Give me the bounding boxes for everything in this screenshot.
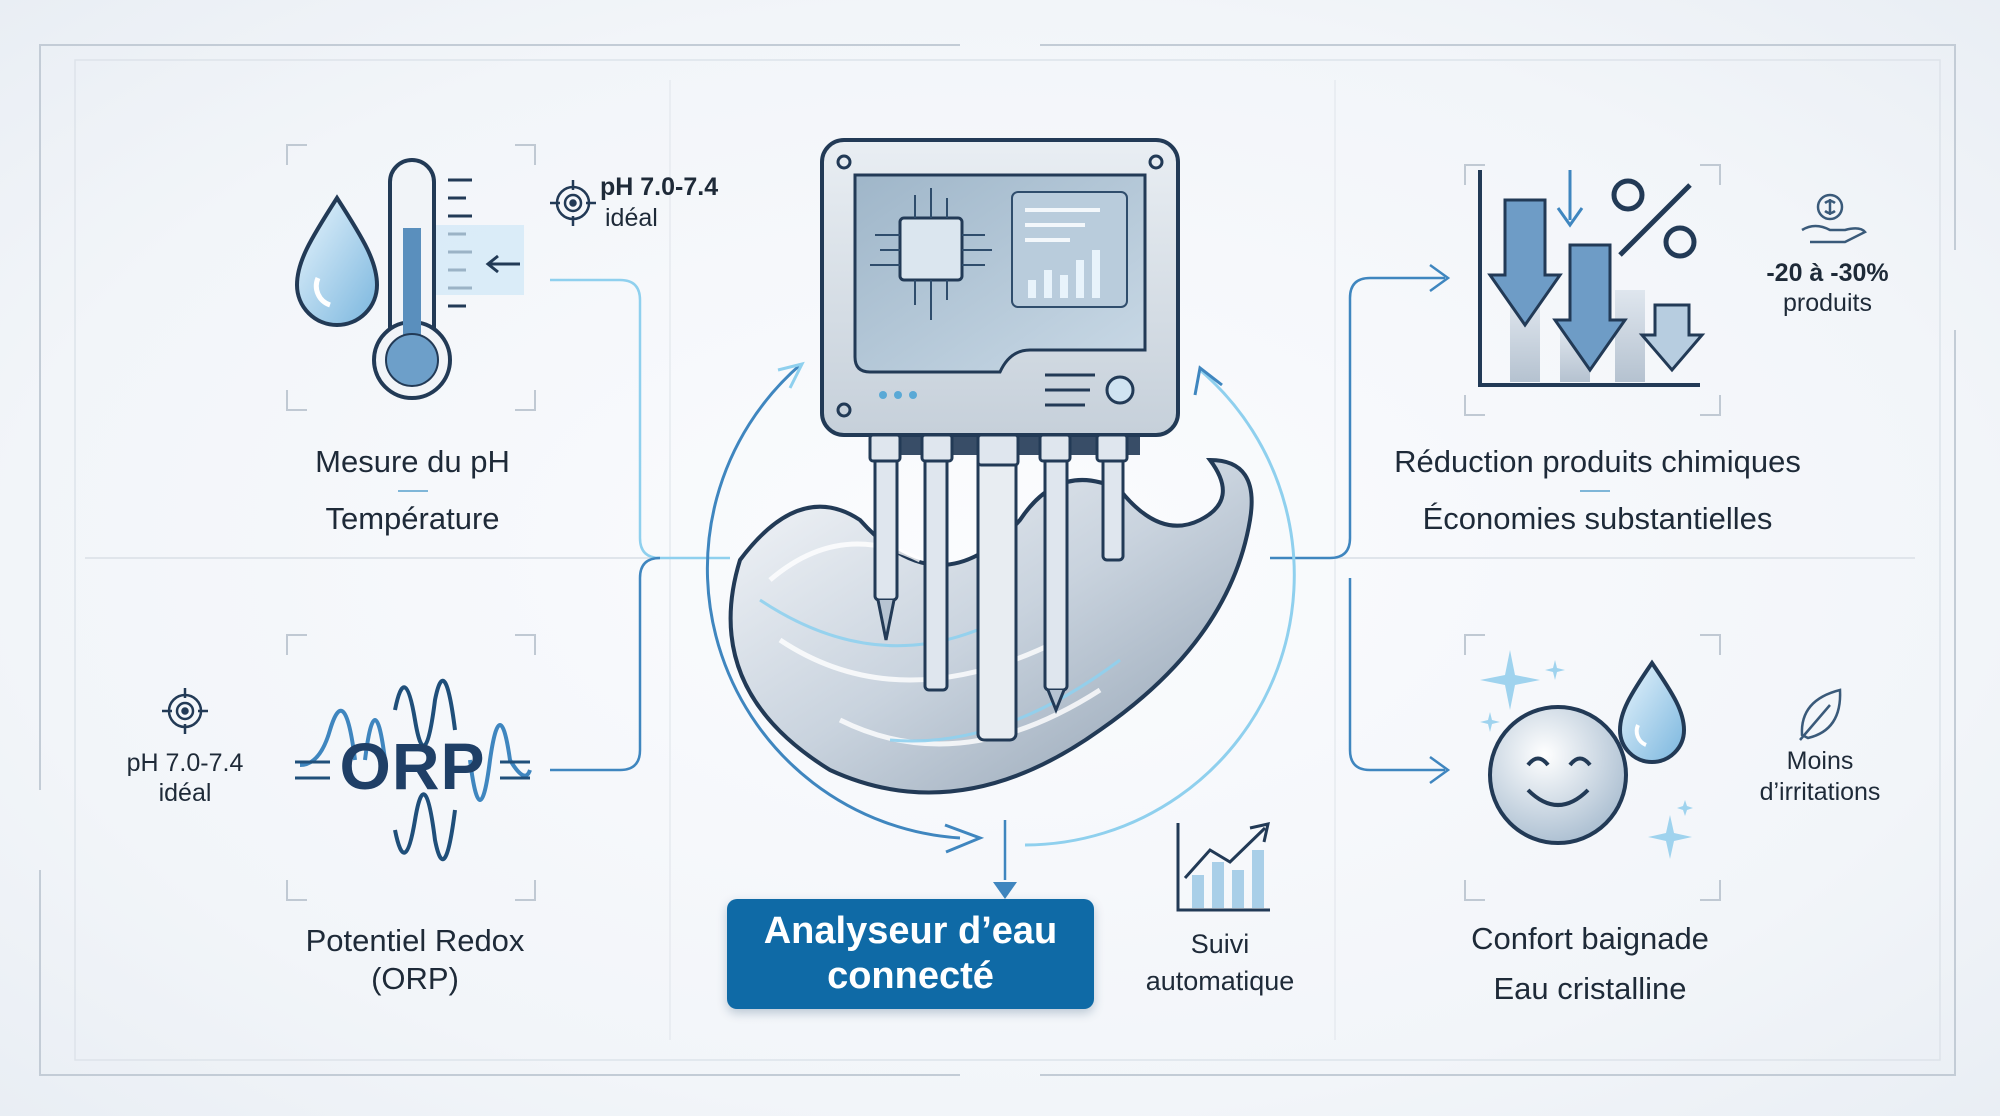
- note-ph-ideal-bottom-label: idéal: [158, 779, 212, 807]
- label-orp: (ORP): [371, 961, 459, 996]
- frame: [39, 44, 1956, 1076]
- thermometer-icon: [372, 158, 524, 400]
- sparkle-icon: [1480, 650, 1693, 859]
- money-hand-icon: [1801, 193, 1867, 244]
- quadrant-brackets: [286, 144, 1721, 901]
- cycle-arrows-icon: [705, 361, 1296, 854]
- leaf-icon: [1799, 688, 1842, 741]
- label-eau-cristalline: Eau cristalline: [1493, 971, 1687, 1006]
- label-potentiel-redox: Potentiel Redox: [305, 923, 525, 958]
- orp-badge: ORP: [339, 729, 486, 803]
- label-mesure-ph: Mesure du pH: [315, 444, 510, 479]
- center-title-box: Analyseur d’eau connecté: [727, 899, 1094, 1009]
- label-confort-baignade: Confort baignade: [1471, 921, 1709, 956]
- label-automatique: automatique: [1145, 966, 1295, 996]
- down-arrows-chart-icon: [1478, 170, 1706, 387]
- label-economies: Économies substantielles: [1422, 501, 1773, 536]
- smiling-water-icon: [1488, 659, 1687, 845]
- growth-chart-icon: [1176, 822, 1270, 912]
- note-reduction-percent: -20 à -30%: [1766, 259, 1889, 287]
- note-ph-ideal-bottom-value: pH 7.0-7.4: [126, 749, 244, 777]
- note-moins: Moins: [1786, 747, 1854, 775]
- label-reduction-produits: Réduction produits chimiques: [1394, 444, 1801, 479]
- percent-icon: [1611, 178, 1697, 259]
- center-title-line1: Analyseur d’eau: [763, 910, 1058, 953]
- analyzer-device-icon: [820, 138, 1180, 467]
- orp-signal-icon: [295, 678, 532, 862]
- target-icon: [550, 180, 596, 226]
- note-ph-ideal-top-value: pH 7.0-7.4: [600, 173, 719, 201]
- note-irritations: d’irritations: [1759, 778, 1881, 806]
- separator: [398, 490, 428, 492]
- label-temperature: Température: [325, 501, 500, 536]
- label-suivi: Suivi: [1190, 929, 1250, 959]
- water-drop-icon: [294, 194, 380, 327]
- target-icon: [162, 688, 208, 734]
- center-title-line2: connecté: [827, 955, 994, 997]
- note-ph-ideal-top-label: idéal: [605, 204, 658, 232]
- connectors: [550, 263, 1451, 899]
- note-produits: produits: [1783, 289, 1872, 317]
- probe-icon: [873, 428, 1125, 742]
- separator: [1580, 490, 1610, 492]
